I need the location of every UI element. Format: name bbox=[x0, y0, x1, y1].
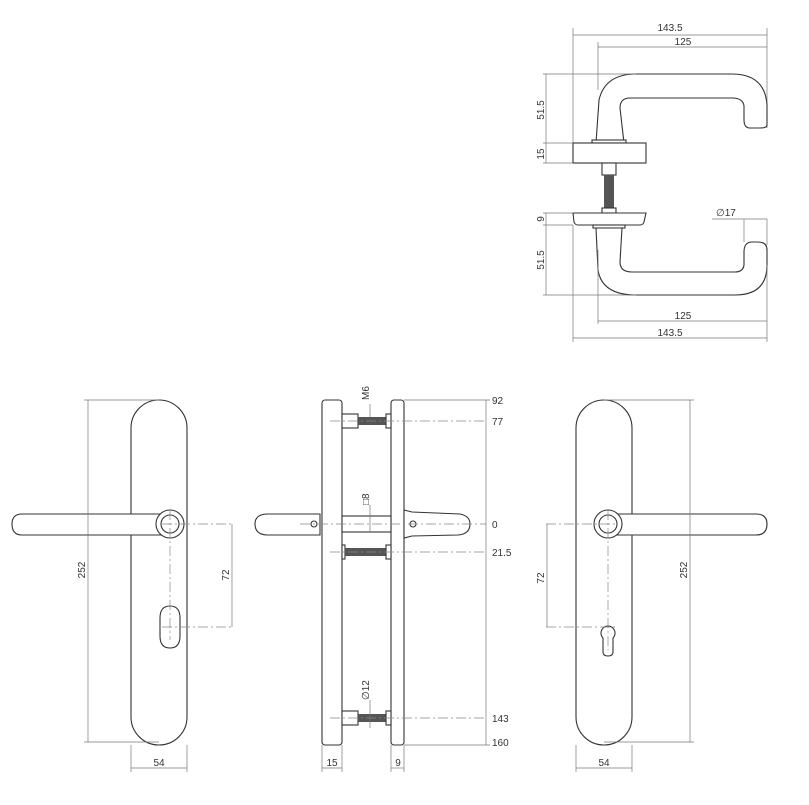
level-label: 92 bbox=[492, 396, 504, 407]
dim-thickness-right: 9 bbox=[395, 758, 401, 769]
upper-rose bbox=[572, 142, 647, 164]
upper-lever bbox=[595, 73, 768, 144]
dim-rose-lower: 9 bbox=[536, 216, 547, 222]
lower-lever bbox=[595, 227, 768, 296]
lever-right bbox=[607, 513, 768, 536]
front-view-left: 252 72 54 bbox=[11, 399, 233, 772]
thread-label: M6 bbox=[361, 386, 372, 400]
dim-center-distance-right: 72 bbox=[536, 572, 547, 584]
side-view: 92 77 0 21.5 143 160 M6 □8 ∅12 15 9 bbox=[254, 386, 512, 772]
dim-rose-upper: 15 bbox=[536, 148, 547, 160]
dim-width-left: 54 bbox=[153, 758, 165, 769]
dim-diameter: ∅17 bbox=[716, 208, 736, 219]
backplate-left bbox=[130, 399, 188, 746]
dim-overall-width-top: 143.5 bbox=[657, 23, 682, 34]
level-label: 77 bbox=[492, 417, 504, 428]
dim-height-left: 252 bbox=[77, 561, 88, 578]
dim-width-right: 54 bbox=[598, 758, 610, 769]
dim-overall-width-bottom: 143.5 bbox=[657, 328, 682, 339]
backplate-right bbox=[575, 399, 633, 746]
level-label: 143 bbox=[492, 714, 509, 725]
dim-lever-length-top: 125 bbox=[675, 37, 692, 48]
plate-inner bbox=[390, 399, 405, 746]
lever-outer-side bbox=[254, 513, 321, 536]
front-view-right: 72 252 54 bbox=[536, 399, 768, 772]
level-label: 0 bbox=[492, 520, 498, 531]
dim-height-lower: 51.5 bbox=[536, 250, 547, 270]
spindle-label: □8 bbox=[361, 493, 372, 505]
plate-outer bbox=[321, 399, 343, 746]
top-view-handles: 143.5 125 51.5 15 9 51.5 ∅17 125 143.5 bbox=[536, 23, 768, 342]
screw-diameter-label: ∅12 bbox=[361, 680, 372, 700]
lower-rose bbox=[572, 212, 647, 226]
screw-middle bbox=[345, 548, 386, 556]
level-label: 160 bbox=[492, 738, 509, 749]
dim-lever-length-bottom: 125 bbox=[675, 311, 692, 322]
dim-height-upper: 51.5 bbox=[536, 100, 547, 120]
lever-left bbox=[11, 513, 171, 536]
dim-height-right: 252 bbox=[679, 561, 690, 578]
level-label: 21.5 bbox=[492, 548, 512, 559]
dim-thickness-left: 15 bbox=[326, 758, 338, 769]
spindle-thread bbox=[604, 175, 614, 208]
dim-center-distance-left: 72 bbox=[221, 569, 232, 581]
